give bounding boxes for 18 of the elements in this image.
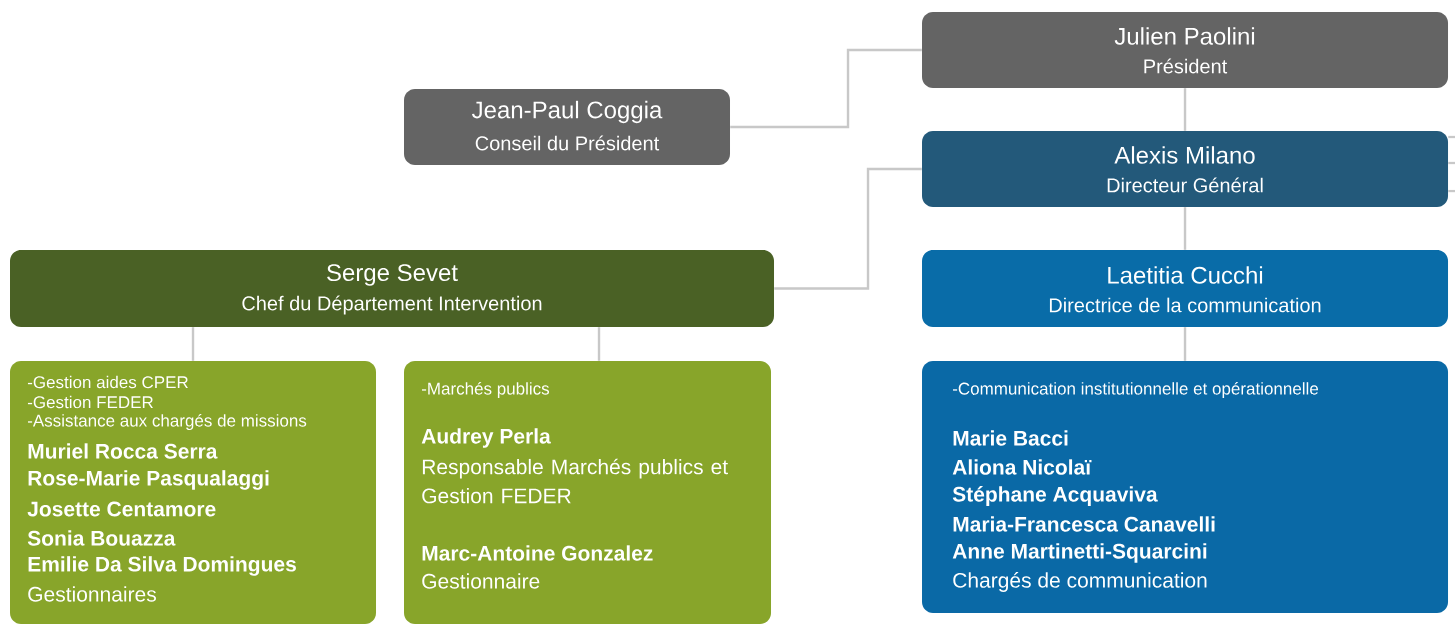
connector-line	[1448, 189, 1455, 193]
connector-line	[597, 327, 601, 361]
person-box: Julien Paolini Président	[922, 12, 1448, 88]
team-box: -Gestion aides CPER -Gestion FEDER -Assistance aux chargés de missions Muriel Rocca Serra Rose-Marie Pasqualaggi Josette Centamore Sonia Bouazza Emilie Da Silva Domingues Gestionnaires	[10, 361, 376, 624]
team-box: -Marchés publics Audrey Perla Responsable Marchés publics et Gestion FEDER Marc-Antoine Gonzalez Gestionnaire	[404, 361, 771, 624]
person-box: Laetitia Cucchi Directrice de la communication	[922, 250, 1448, 327]
connector-line	[1183, 88, 1187, 131]
connector-line	[730, 48, 922, 129]
connector-line	[191, 327, 195, 361]
connector-line	[1183, 207, 1187, 250]
person-box: Alexis Milano Directeur Général	[922, 131, 1448, 207]
connector-line	[1183, 327, 1187, 361]
connector-line	[1448, 135, 1455, 139]
person-box: Jean-Paul Coggia Conseil du Président	[404, 89, 730, 165]
person-box: Serge Sevet Chef du Département Intervention	[10, 250, 774, 327]
connector-line	[1448, 161, 1455, 165]
connector-line	[774, 167, 922, 290]
team-box: -Communication institutionnelle et opérationnelle Marie Bacci Aliona Nicolaï Stéphane Acquaviva Maria-Francesca Canavelli Anne Martinetti-Squarcini Chargés de communication	[922, 361, 1448, 613]
